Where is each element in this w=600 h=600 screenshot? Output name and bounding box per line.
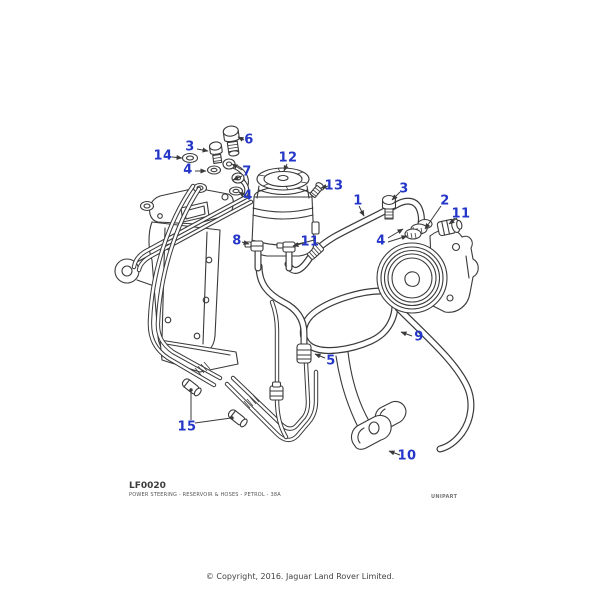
brand-mark: UNIPART: [431, 494, 458, 500]
banjo-bolt-long: [222, 125, 240, 157]
reservoir-outlet-tubes: [254, 248, 293, 272]
sealing-washer-4-lower: [228, 186, 244, 196]
callout-5-return-hose: 5: [326, 353, 336, 369]
copyright-line: © Copyright, 2016. Jaguar Land Rover Lim…: [205, 572, 395, 581]
hose-clamp-return: [244, 240, 264, 252]
pipe-clip-a: [181, 378, 202, 397]
steel-pipe-run-left: [150, 186, 220, 385]
callout-11-pump-outlet: 11: [451, 206, 471, 222]
reservoir-mount-tab: [311, 221, 320, 235]
hose-end-connector: [296, 343, 312, 364]
pipe-union-fitting: [269, 381, 284, 401]
callout-3-pump-bolt: 3: [399, 181, 409, 197]
callout-13-screw: 13: [324, 178, 344, 194]
pump-pulley: [376, 242, 448, 314]
callout-2-pump-fitting: 2: [440, 193, 450, 209]
callout-4-washer-lower: 4: [243, 188, 253, 204]
callout-14-washer: 14: [153, 148, 173, 164]
callout-1-supply-hose: 1: [353, 193, 363, 209]
pipe-clip-b: [227, 409, 248, 428]
pump-inlet-fitting: [404, 218, 433, 240]
figure-title: POWER STEERING - RESERVOIR & HOSES - PET…: [129, 492, 281, 498]
callout-9-hose-loop: 9: [414, 329, 424, 345]
callout-7-banjo-unions: 7: [242, 164, 252, 180]
callout-6-bolt: 6: [244, 132, 254, 148]
figure-code: LF0020: [129, 481, 166, 491]
banjo-bolt-short: [208, 141, 223, 164]
steel-pipe-run-lower: [227, 302, 316, 440]
pipe-flex-section: [194, 361, 211, 376]
reservoir-return-hose: [259, 266, 312, 364]
pipe-flex-section: [243, 394, 260, 409]
callout-11-hose-clamp: 11: [300, 234, 320, 250]
hose-clamp-supply: [276, 241, 296, 253]
callout-15-pipe-clips: 15: [177, 419, 197, 435]
callout-4-pump-washers: 4: [376, 233, 386, 249]
callout-12-reservoir-cap: 12: [278, 150, 298, 166]
callout-10-saddle-clip: 10: [397, 448, 417, 464]
sealing-washer-14: [181, 152, 199, 164]
sealing-washer-4-upper: [206, 165, 222, 175]
reservoir-cap: [256, 167, 310, 199]
callout-4-washer-upper: 4: [183, 162, 193, 178]
callout-8-hose-clamp: 8: [232, 233, 242, 249]
callout-leader-lines: [171, 136, 458, 456]
saddle-clip: [350, 400, 407, 450]
callout-3-banjo-bolt: 3: [185, 139, 195, 155]
